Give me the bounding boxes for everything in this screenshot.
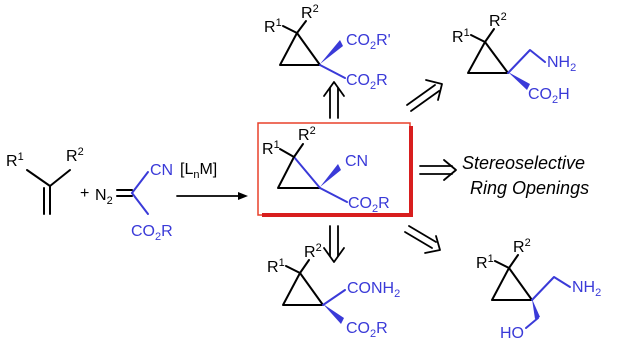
ring-openings-line2: Ring Openings (470, 178, 589, 198)
topright-r2: R2 (489, 11, 507, 30)
bottom-right-product: R1 R2 NH2 HO (476, 237, 601, 341)
top-right-product: R1 R2 NH2 CO2H (452, 11, 576, 106)
diazo-cn: CN (150, 162, 173, 179)
alkene-r2: R2 (66, 146, 84, 165)
ring-openings-line1: Stereoselective (462, 153, 585, 173)
catalyst-label: [LnM] (180, 161, 217, 181)
center-r2: R2 (298, 125, 316, 144)
top-ester-2: CO2R (346, 72, 388, 92)
bottom-ester: CO2R (346, 320, 388, 340)
top-r1: R1 (264, 17, 282, 36)
ring-openings-label: Stereoselective Ring Openings (462, 153, 589, 198)
alkene-reactant: R1 R2 (6, 146, 84, 215)
diazo-reactant: + N2 CN CO2R (80, 162, 173, 243)
retro-arrow-up (323, 81, 345, 119)
bottomright-ho: HO (500, 325, 524, 341)
bottom-product: R1 R2 CONH2 CO2R (267, 242, 400, 340)
retro-arrow-right (419, 159, 457, 181)
catalyst-arrow: [LnM] (176, 161, 248, 200)
bottom-amide: CONH2 (347, 280, 400, 300)
plus-sign: + (80, 185, 89, 202)
bottomright-r1: R1 (476, 253, 494, 272)
top-r2: R2 (301, 3, 319, 22)
center-cn: CN (345, 153, 368, 170)
top-product: R1 R2 CO2R' CO2R (264, 3, 391, 92)
topright-r1: R1 (452, 27, 470, 46)
bottomright-nh2: NH2 (572, 279, 601, 299)
bottom-r2: R2 (304, 242, 322, 261)
alkene-r1: R1 (6, 151, 24, 170)
center-r1: R1 (262, 139, 280, 158)
box-shadow-bottom (262, 213, 413, 217)
retro-arrow-downright (404, 225, 441, 254)
topright-nh2: NH2 (547, 54, 576, 74)
topright-acid: CO2H (528, 86, 570, 106)
retro-arrow-down (323, 225, 345, 263)
central-cyclopropane: R1 R2 CN CO2R (257, 122, 413, 217)
diazo-ester: CO2R (131, 223, 173, 243)
bottom-r1: R1 (267, 257, 285, 276)
retro-arrow-upright (406, 79, 443, 112)
diazo-n2: N2 (95, 187, 113, 207)
top-ester-1: CO2R' (346, 32, 391, 52)
bottomright-r2: R2 (513, 237, 531, 256)
center-ester: CO2R (348, 195, 390, 215)
highlight-box (257, 122, 411, 216)
box-shadow-right (409, 126, 413, 217)
